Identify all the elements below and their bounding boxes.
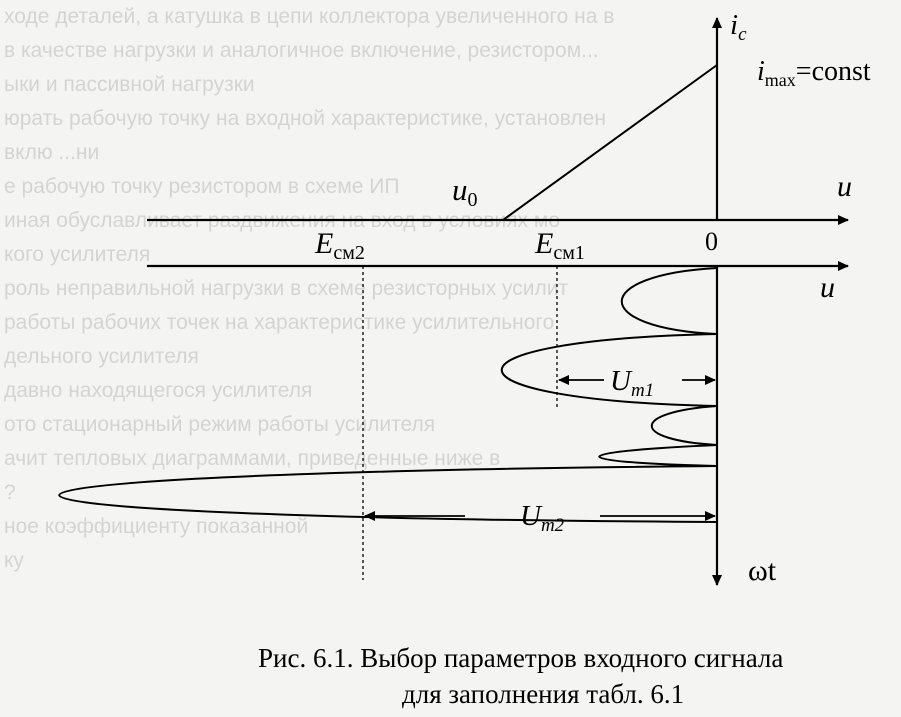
background-text-line: ? (4, 481, 16, 504)
um1-label: Um1 (610, 365, 654, 401)
u-top-label: u (837, 170, 852, 203)
ecm1-label: Eсм1 (534, 227, 585, 264)
background-text-line: юрать рабочую точку на входной характери… (4, 107, 606, 130)
background-text-line: ку (4, 549, 24, 572)
sinusoid-small (500, 267, 718, 446)
origin-label: 0 (705, 227, 718, 256)
sinusoid-large (58, 444, 718, 523)
background-text-line: е рабочую точку резистором в схеме ИП (4, 175, 400, 198)
um2-label: Um2 (520, 500, 565, 536)
ic-axis-label: ic (730, 9, 747, 45)
background-text-line: роль неправильной нагрузки в схеме резис… (4, 277, 569, 300)
background-text-line: в качестве нагрузки и аналогичное включе… (4, 39, 599, 62)
background-text-line: вклю ...ни (4, 141, 100, 164)
ecm2-label: Eсм2 (314, 227, 365, 264)
u-bottom-label: u (820, 271, 835, 304)
background-text-line: ное коэффициенту показанной (4, 515, 309, 538)
background-text-line: ото стационарный режим работы усилителя (4, 413, 436, 436)
u0-label: u0 (452, 172, 478, 211)
omega-t-label: ωt (748, 554, 777, 587)
background-text-line: кого усилителя (4, 243, 151, 266)
background-text-line: ыки и пассивной нагрузки (4, 73, 255, 96)
background-text-line: работы рабочих точек на характеристике у… (4, 311, 555, 334)
diagram: ic imax=const u u u0 0 Eсм2 Eсм1 Um1 Um2… (58, 9, 871, 587)
background-text-line: ачит тепловых диаграммами, приведенные н… (4, 447, 501, 470)
imax-label: imax=const (757, 56, 871, 90)
background-text-line: ходе деталей, а катушка в цепи коллектор… (4, 5, 615, 28)
caption-line-2: для заполнения табл. 6.1 (402, 679, 685, 709)
background-text-line: дельного усилителя (4, 345, 199, 368)
caption-line-1: Рис. 6.1. Выбор параметров входного сигн… (258, 643, 784, 673)
transfer-characteristic (502, 64, 718, 221)
background-text-line: давно находящегося усилителя (4, 379, 313, 402)
